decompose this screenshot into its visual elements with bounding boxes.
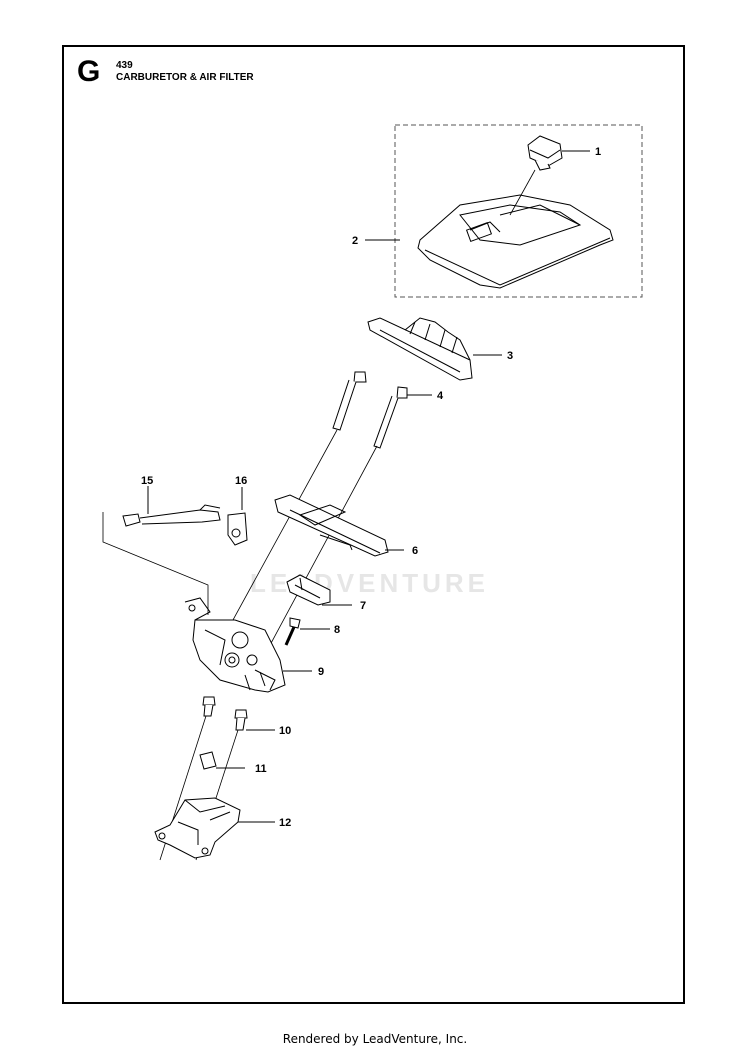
callout-15[interactable]: 15 [141,475,153,487]
part-7-gasket[interactable] [286,574,331,606]
model-number: 439 [116,60,133,71]
callout-11[interactable]: 11 [255,763,267,775]
footer-credit: Rendered by LeadVenture, Inc. [282,1032,468,1046]
air-filter-group-box [394,124,643,298]
diagram-frame [62,45,685,1004]
callout-1[interactable]: 1 [595,146,601,158]
part-2-air-filter-cover[interactable] [417,194,614,289]
part-12-intake-manifold[interactable] [154,797,241,859]
part-3-air-filter[interactable] [367,317,473,381]
callout-12[interactable]: 12 [279,817,291,829]
section-letter: G [77,55,101,88]
callout-10[interactable]: 10 [279,725,291,737]
part-1-knob[interactable] [527,135,563,171]
callout-6[interactable]: 6 [412,545,418,557]
callout-8[interactable]: 8 [334,624,340,636]
part-6-intake-plate[interactable] [274,494,389,557]
callout-2[interactable]: 2 [352,235,358,247]
part-11-spacer[interactable] [199,751,217,770]
callout-3[interactable]: 3 [507,350,513,362]
part-8-screw[interactable] [284,617,301,646]
part-15-choke-rod[interactable] [122,504,221,527]
part-4-screws[interactable] [332,371,408,449]
part-16-clip[interactable] [227,512,248,546]
callout-16[interactable]: 16 [235,475,247,487]
part-9-carburetor[interactable] [184,597,286,693]
page-title: CARBURETOR & AIR FILTER [116,72,254,83]
part-10-screws[interactable] [202,696,248,731]
callout-7[interactable]: 7 [360,600,366,612]
callout-9[interactable]: 9 [318,666,324,678]
callout-4[interactable]: 4 [437,390,444,402]
